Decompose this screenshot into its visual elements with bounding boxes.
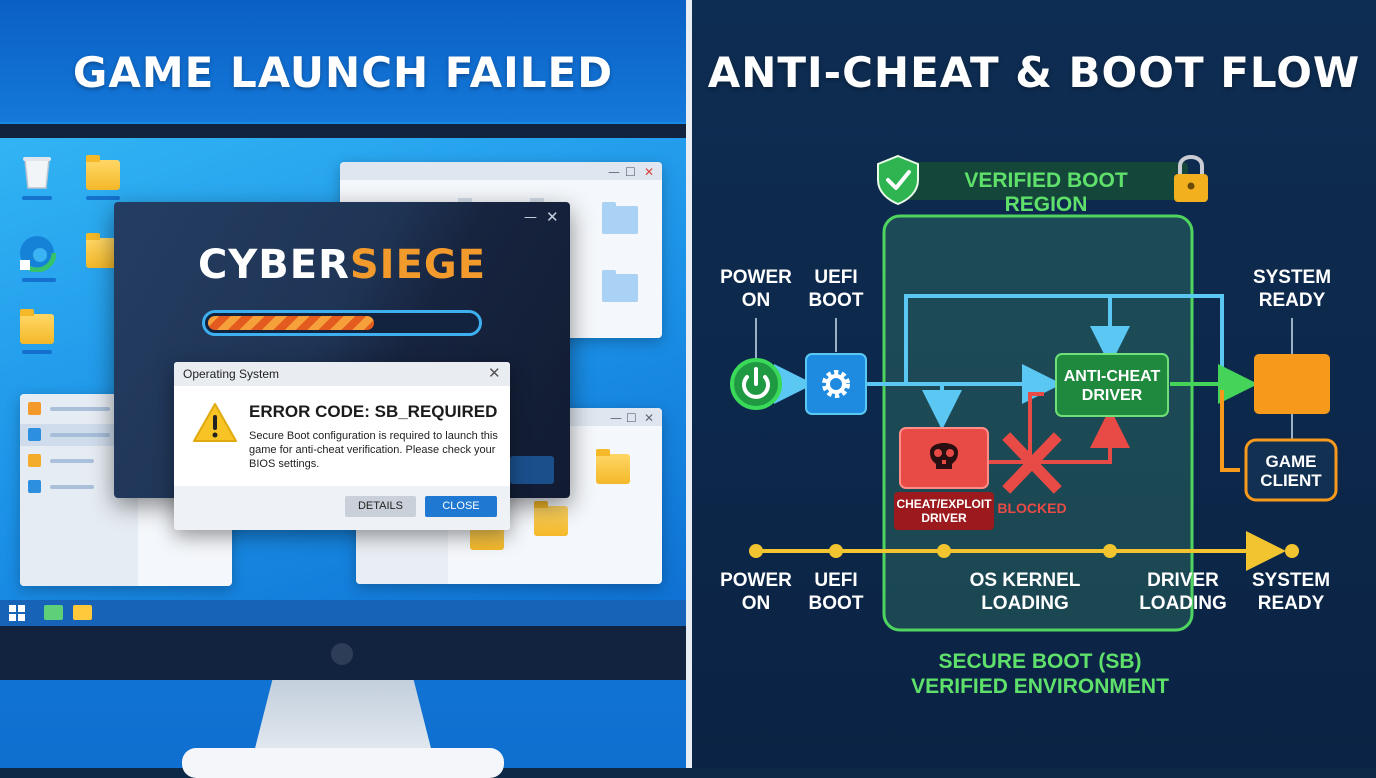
timeline-dot <box>829 544 843 558</box>
flow-to-game-client <box>1220 390 1240 472</box>
timeline-dot <box>937 544 951 558</box>
timeline-dot <box>749 544 763 558</box>
close-icon[interactable]: ✕ <box>644 165 655 179</box>
details-button[interactable]: DETAILS <box>345 496 416 517</box>
minimize-icon[interactable]: — <box>610 411 622 425</box>
left-title: GAME LAUNCH FAILED <box>72 48 614 97</box>
label-uefi-boot: UEFI BOOT <box>808 267 864 311</box>
verified-region-box <box>882 214 1194 632</box>
region-label-pointer <box>1028 200 1052 212</box>
right-title: ANTI-CHEAT & BOOT FLOW <box>707 48 1361 97</box>
blocked-x-icon <box>1002 432 1062 494</box>
launcher-play-button[interactable] <box>510 456 554 484</box>
game-logo-part2: SIEGE <box>349 242 487 288</box>
taskbar-app-icon[interactable] <box>44 605 63 620</box>
panel-divider <box>686 0 692 768</box>
lock-icon <box>1174 155 1208 202</box>
folder-icon[interactable] <box>20 309 54 344</box>
close-button[interactable]: CLOSE <box>425 496 497 517</box>
maximize-icon[interactable]: ☐ <box>625 165 636 179</box>
browser-icon[interactable] <box>17 233 57 273</box>
orange-square-icon <box>28 402 41 415</box>
label-power-on: POWER ON <box>720 267 792 311</box>
folder-icon[interactable] <box>596 449 630 484</box>
shield-check-icon <box>877 154 919 206</box>
timeline-label: OS KERNEL LOADING <box>969 570 1081 614</box>
region-label: VERIFIED BOOT REGION <box>964 169 1128 216</box>
sidebar-item-label <box>50 433 110 437</box>
anti-cheat-driver-node <box>1055 353 1169 417</box>
timeline-label: SYSTEM READY <box>1251 570 1331 614</box>
window-titlebar[interactable] <box>340 162 662 180</box>
maximize-icon[interactable]: ☐ <box>626 411 637 425</box>
label-system-ready: SYSTEM READY <box>1252 267 1332 311</box>
taskbar <box>0 600 686 626</box>
orange-square-icon <box>28 454 41 467</box>
timeline-label: DRIVER LOADING <box>1139 570 1227 614</box>
uefi-boot-node <box>805 353 867 415</box>
game-logo: CYBERSIEGE <box>114 242 570 288</box>
label-blocked: BLOCKED <box>997 500 1067 516</box>
timeline-dot <box>1285 544 1299 558</box>
loading-progress-fill <box>208 316 374 330</box>
game-client-node <box>1244 438 1338 502</box>
blue-square-icon <box>28 480 41 493</box>
sidebar-item-label <box>50 407 110 411</box>
label-anti-cheat: ANTI-CHEAT DRIVER <box>1063 368 1161 404</box>
blue-square-icon <box>28 428 41 441</box>
game-logo-part1: CYBER <box>197 242 350 288</box>
error-code: ERROR CODE: SB_REQUIRED <box>249 402 498 421</box>
cheat-driver-node <box>894 427 994 530</box>
label-cheat-driver: CHEAT/EXPLOIT DRIVER <box>896 497 992 525</box>
desktop-icon-label <box>22 196 52 200</box>
close-icon[interactable]: ✕ <box>644 411 655 425</box>
desktop-icon-label <box>22 278 56 282</box>
flow-uefi-top-loop <box>866 294 1224 390</box>
warning-icon <box>192 402 238 444</box>
loading-progress-bar <box>202 310 482 336</box>
gear-icon <box>822 370 850 398</box>
folder-icon[interactable] <box>534 501 568 536</box>
region-label-banner <box>898 162 1188 200</box>
sidebar-item-label <box>50 485 94 489</box>
flow-to-cheat-driver <box>906 382 962 430</box>
desktop-icon-label <box>22 350 52 354</box>
dialog-title: Operating System <box>183 367 280 381</box>
taskbar-folder-icon[interactable] <box>73 605 92 620</box>
left-title-band <box>0 0 686 122</box>
folder-icon[interactable] <box>86 155 120 190</box>
system-ready-node <box>1254 354 1330 414</box>
dialog-titlebar[interactable] <box>174 362 510 386</box>
recycle-bin-icon[interactable] <box>20 154 54 190</box>
folder-icon[interactable] <box>602 270 638 302</box>
timeline-label: POWER ON <box>720 570 792 614</box>
timeline-label: UEFI BOOT <box>808 570 864 614</box>
error-dialog[interactable]: Operating System ✕ ERROR CODE: SB_REQUIR… <box>174 362 510 530</box>
monitor-power-dot <box>331 643 353 665</box>
skull-icon <box>930 443 958 469</box>
error-message: Secure Boot configuration is required to… <box>249 430 498 470</box>
close-icon[interactable]: ✕ <box>546 208 559 226</box>
minimize-icon[interactable]: — <box>524 210 537 225</box>
footer-line2: VERIFIED ENVIRONMENT <box>911 675 1169 698</box>
timeline-dot <box>1103 544 1117 558</box>
power-on-node <box>730 358 782 410</box>
start-icon[interactable] <box>9 605 25 621</box>
label-game-client: GAME CLIENT <box>1260 452 1322 490</box>
minimize-icon[interactable]: — <box>608 165 620 179</box>
folder-icon[interactable] <box>602 202 638 234</box>
desktop-icon-label <box>86 196 120 200</box>
flow-cheat-up <box>1028 392 1044 462</box>
dialog-close-icon[interactable]: ✕ <box>488 364 501 382</box>
footer-line1: SECURE BOOT (SB) <box>938 650 1142 673</box>
sidebar-item-label <box>50 459 94 463</box>
